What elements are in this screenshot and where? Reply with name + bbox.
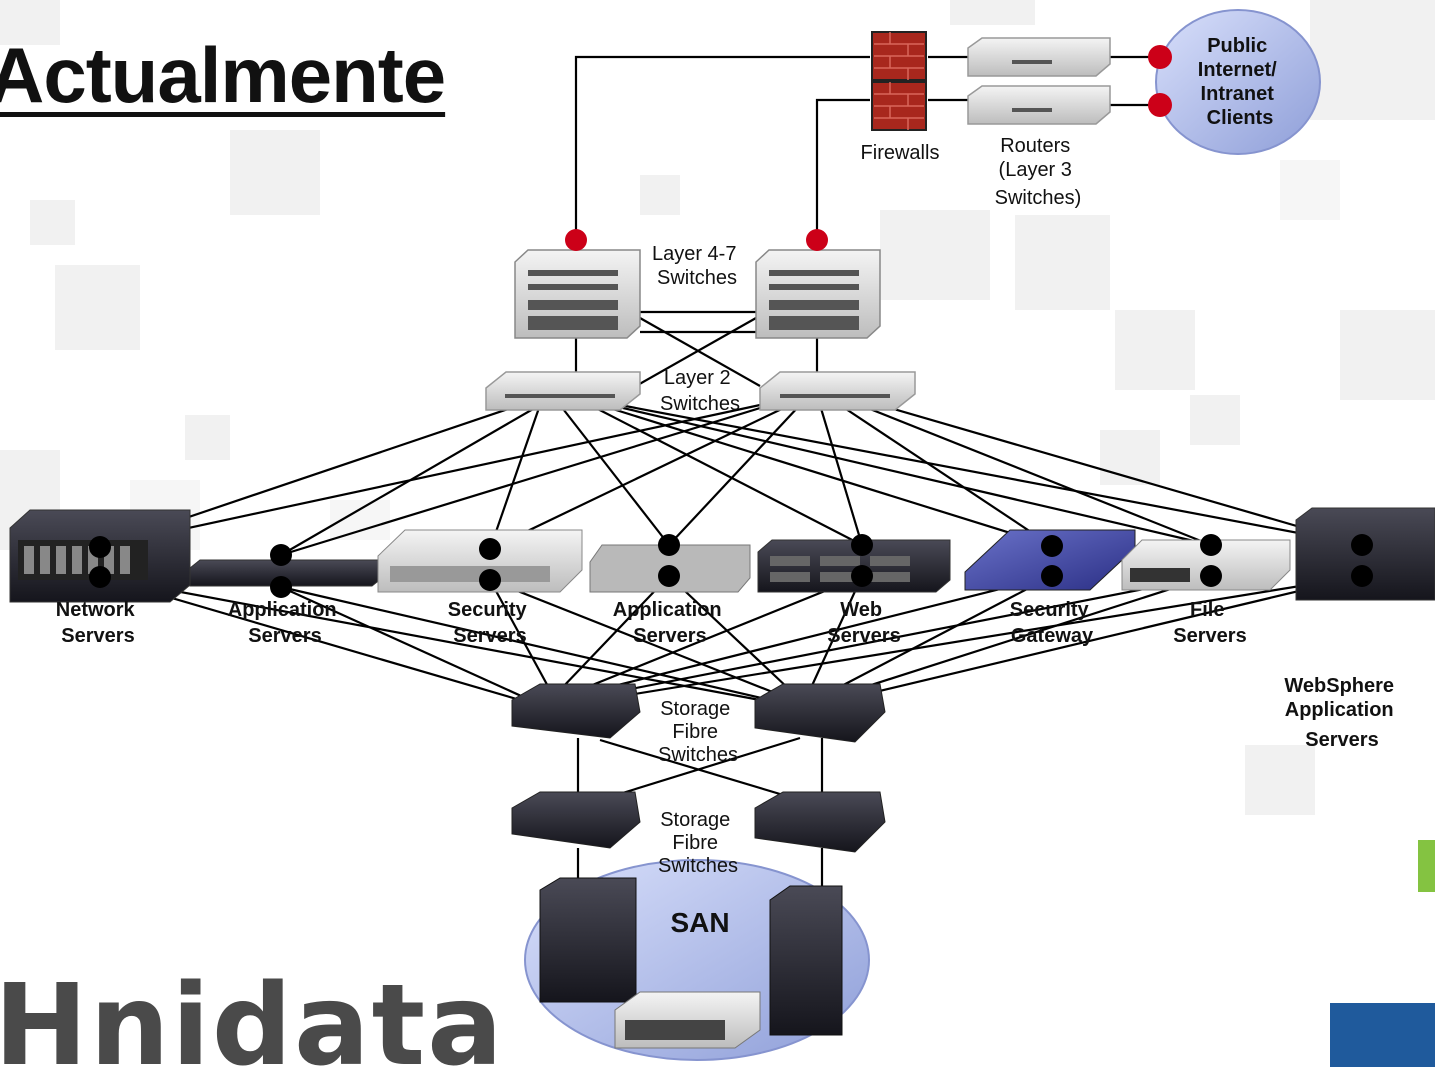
storage-array-icon [539,877,843,1049]
file-servers-label: File Servers [1173,599,1246,647]
network-servers-label: Network Servers [56,599,140,647]
security-servers-icon [377,529,583,593]
layer2-label: Layer 2 Switches [660,367,740,415]
fibre-upper-label: Storage Fibre Switches [658,698,738,766]
web-servers-label: Web Servers [827,599,900,647]
application-servers-2-label: Application Servers [613,599,727,647]
company-logo: Hnidata [0,961,505,1091]
firewall-icon [871,31,927,131]
cloud-label: Public Internet/ Intranet Clients [1198,35,1282,129]
security-gateway-label: Security Gateway [1010,599,1095,647]
san-label: SAN [670,907,729,938]
layer4-7-switch-icon [514,249,881,339]
layer4-7-label: Layer 4-7 Switches [652,243,742,289]
storage-fibre-switch-icon [511,683,886,853]
websphere-servers-label: WebSphere Application Servers [1284,675,1399,751]
routers-label: Routers (Layer 3 Switches) [995,135,1082,209]
web-servers-icon [757,539,951,593]
network-diagram: Public Internet/ Intranet Clients Firewa… [9,9,1435,1061]
blue-accent-block [1330,1003,1435,1067]
router-icon [967,37,1111,125]
file-servers-icon [1121,539,1291,591]
background-pattern [0,0,1435,1067]
public-internet-cloud [1155,9,1321,155]
application-servers-label: Application Servers [228,599,342,647]
port-dots-black [89,534,1373,598]
page-title: Actualmente [0,31,446,119]
endpoint-dots-red [565,45,1172,251]
firewalls-label: Firewalls [861,142,940,164]
security-servers-label: Security Servers [448,599,533,647]
network-links [99,55,1363,915]
fibre-lower-label: Storage Fibre Switches [658,809,738,877]
layer2-switch-icon [485,371,916,411]
green-accent-bar [1418,840,1435,892]
